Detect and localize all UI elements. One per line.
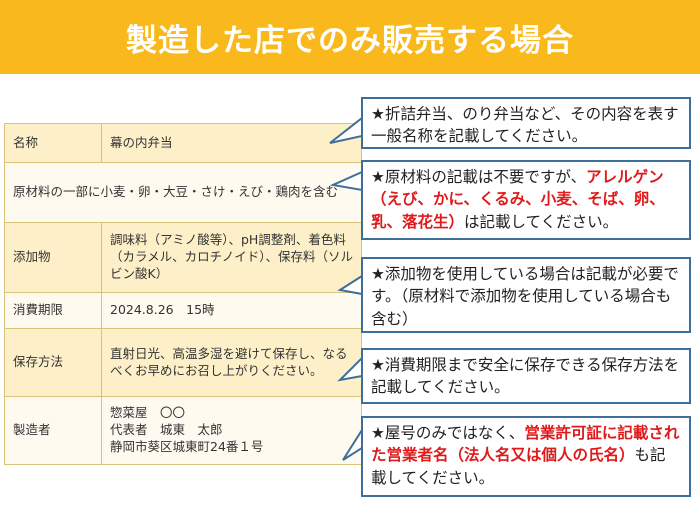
label-storage-value: 直射日光、高温多湿を避けて保存し、なるべくお早めにお召し上がりください。 [101,328,362,397]
page-title: 製造した店でのみ販売する場合 [126,22,574,59]
callout-manufacturer-operator: 営業許可証に記載された営業者名（法人名又は個人の氏名） [371,424,680,465]
title-banner: 製造した店でのみ販売する場合 [0,0,700,74]
label-name-key: 名称 [4,123,102,163]
callout-ingredients: ★原材料の記載は不要ですが、アレルゲン（えび、かに、くるみ、小麦、そば、卵、乳、… [361,160,691,240]
table-row: 消費期限 2024.8.26 15時 [4,292,362,329]
manufacturer-shop: 惣菜屋 〇〇 [110,405,186,421]
callout-manufacturer-text: ★屋号のみではなく、 [371,424,525,442]
table-row: 保存方法 直射日光、高温多湿を避けて保存し、なるべくお早めにお召し上がりください… [4,328,362,397]
callout-expiry: ★消費期限まで安全に保存できる保存方法を記載してください。 [361,348,691,404]
table-row: 原材料の一部に小麦・卵・大豆・さけ・えび・鶏肉を含む [4,162,362,223]
callout-additives-text: ★添加物を使用している場合は記載が必要です。（原材料で添加物を使用している場合も… [371,265,679,328]
callout-ingredients-text: ★原材料の記載は不要ですが、 [371,168,587,186]
label-expiry-value: 2024.8.26 15時 [101,292,362,329]
callout-ingredients-text-end: は記載してください。 [464,212,619,231]
label-expiry-key: 消費期限 [4,292,102,329]
callout-name: ★折詰弁当、のり弁当など、その内容を表す一般名称を記載してください。 [361,97,691,149]
label-storage-key: 保存方法 [4,328,102,397]
label-manufacturer-value: 惣菜屋 〇〇 代表者 城東 太郎 静岡市葵区城東町24番１号 [101,396,362,465]
manufacturer-rep: 代表者 城東 太郎 [110,422,223,438]
table-row: 添加物 調味料（アミノ酸等）、pH調整剤、着色料（カラメル、カロチノイド）、保存… [4,222,362,293]
label-additives-value: 調味料（アミノ酸等）、pH調整剤、着色料（カラメル、カロチノイド）、保存料（ソル… [101,222,362,293]
label-name-value: 幕の内弁当 [101,123,362,163]
label-allergen-row: 原材料の一部に小麦・卵・大豆・さけ・えび・鶏肉を含む [4,162,362,223]
callout-name-text: ★折詰弁当、のり弁当など、その内容を表す一般名称を記載してください。 [371,105,679,146]
table-row: 製造者 惣菜屋 〇〇 代表者 城東 太郎 静岡市葵区城東町24番１号 [4,396,362,465]
food-label-table: 名称 幕の内弁当 原材料の一部に小麦・卵・大豆・さけ・えび・鶏肉を含む 添加物 … [4,123,362,465]
label-manufacturer-key: 製造者 [4,396,102,465]
table-row: 名称 幕の内弁当 [4,123,362,163]
callout-ingredients-allergens: アレルゲン（えび、かに、くるみ、小麦、そば、卵、乳、落花生） [371,168,665,231]
manufacturer-address: 静岡市葵区城東町24番１号 [110,438,264,454]
callout-manufacturer-text-end: も記載してください。 [371,446,666,487]
label-additives-key: 添加物 [4,222,102,293]
callout-expiry-text: ★消費期限まで安全に保存できる保存方法を記載してください。 [371,356,680,397]
callout-additives: ★添加物を使用している場合は記載が必要です。（原材料で添加物を使用している場合も… [361,257,691,333]
callout-manufacturer: ★屋号のみではなく、営業許可証に記載された営業者名（法人名又は個人の氏名）も記載… [361,416,691,497]
